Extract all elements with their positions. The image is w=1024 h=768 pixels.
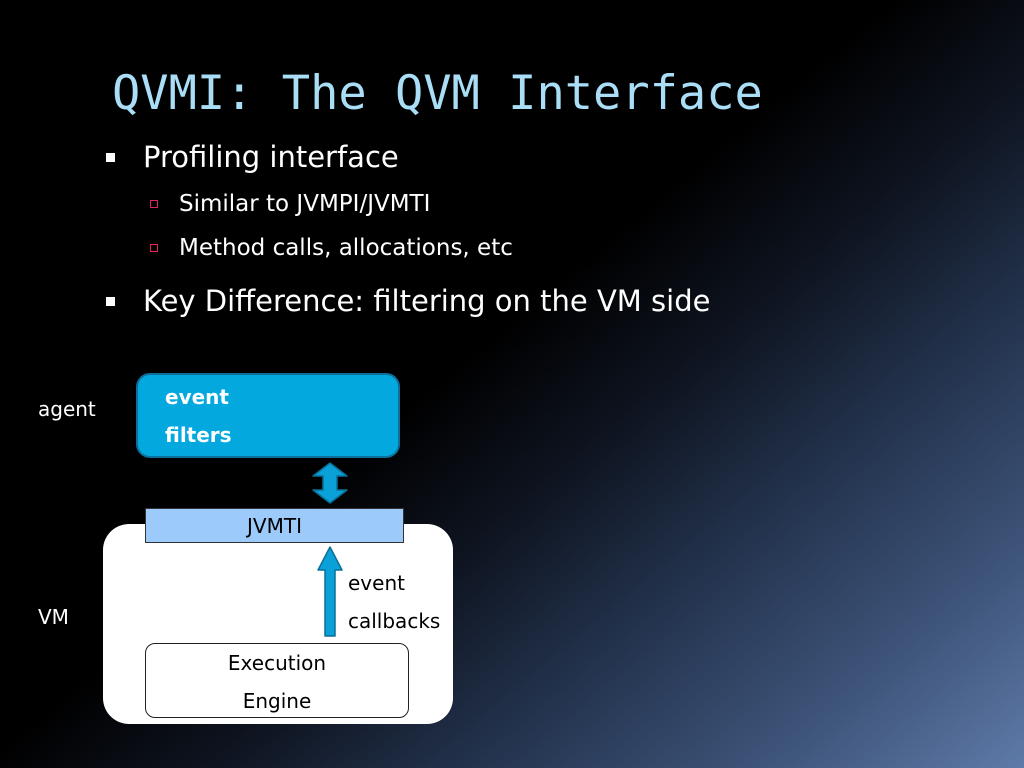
- agent-label: agent: [38, 397, 96, 421]
- callbacks-line1: event: [348, 571, 405, 595]
- agent-box-line2: filters: [165, 423, 232, 447]
- vm-label: VM: [38, 605, 69, 629]
- square-bullet-icon: [106, 297, 115, 306]
- engine-line2: Engine: [242, 689, 312, 713]
- sub-bullet-text: Method calls, allocations, etc: [179, 235, 513, 261]
- square-bullet-icon: [106, 153, 115, 162]
- bullet-text: Key Difference: filtering on the VM side: [143, 284, 711, 318]
- hollow-square-bullet-icon: [150, 244, 158, 252]
- double-arrow-icon: [312, 462, 348, 504]
- engine-line1: Execution: [227, 651, 327, 675]
- bullet-text: Profiling interface: [143, 140, 399, 174]
- slide-title: QVMI: The QVM Interface: [112, 66, 763, 121]
- sub-bullet-text: Similar to JVMPI/JVMTI: [179, 191, 431, 217]
- jvmti-bar: JVMTI: [145, 508, 404, 543]
- agent-box-line1: event: [165, 385, 229, 409]
- execution-engine-box: Execution Engine: [145, 643, 409, 718]
- hollow-square-bullet-icon: [150, 200, 158, 208]
- callbacks-line2: callbacks: [348, 609, 441, 633]
- up-arrow-icon: [317, 546, 343, 637]
- agent-event-filters-box: event filters: [136, 373, 400, 458]
